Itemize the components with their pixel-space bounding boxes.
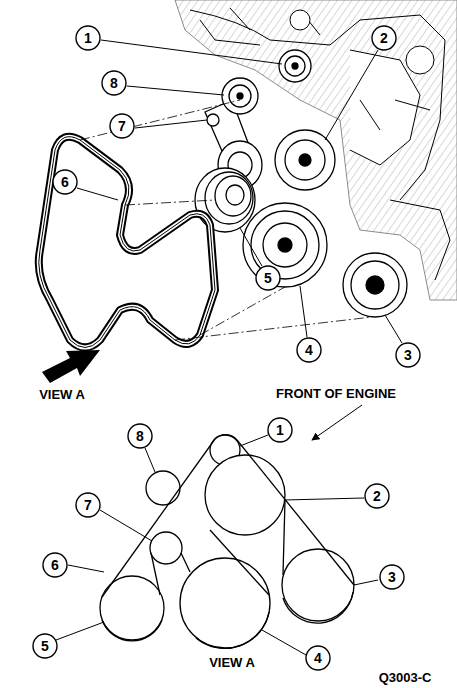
callout-number: 4: [305, 342, 313, 358]
callout-circle: 6: [42, 552, 68, 578]
callout-number: 5: [41, 638, 49, 654]
callout-number: 7: [118, 118, 126, 134]
callout-number: 3: [404, 347, 412, 363]
callout-number: 7: [84, 497, 92, 513]
view-label: FRONT OF ENGINE: [274, 386, 398, 401]
callout-number: 4: [314, 650, 322, 666]
callout-circle: 8: [101, 70, 127, 96]
callout-circle: 5: [32, 633, 58, 659]
alignment-lines: [80, 100, 372, 340]
view-a-schematic: [100, 435, 354, 648]
callout-circle: 8: [127, 423, 153, 449]
callout-circle: 4: [296, 337, 322, 363]
callout-circle: 4: [305, 645, 331, 671]
view-a-leaders: [56, 435, 378, 655]
view-label: VIEW A: [207, 655, 257, 670]
callout-circle: 3: [379, 564, 405, 590]
callout-number: 1: [84, 30, 92, 46]
direction-arrow: [312, 405, 362, 440]
engine: [175, 0, 457, 300]
callout-number: 6: [51, 557, 59, 573]
callout-number: 2: [373, 488, 381, 504]
callout-number: 8: [136, 428, 144, 444]
callout-number: 3: [388, 569, 396, 585]
callout-number: 2: [380, 30, 388, 46]
callout-circle: 5: [255, 265, 281, 291]
view-label: VIEW A: [37, 387, 87, 402]
pulleys: [195, 50, 407, 317]
callout-circle: 7: [109, 113, 135, 139]
callout-circle: 1: [267, 417, 293, 443]
callout-number: 8: [110, 75, 118, 91]
view-a-belt: [102, 435, 354, 649]
drive-belt: [39, 137, 215, 348]
callout-number: 6: [61, 174, 69, 190]
callout-circle: 1: [75, 25, 101, 51]
callout-circle: 2: [364, 483, 390, 509]
callout-circle: 6: [52, 169, 78, 195]
callout-circle: 7: [75, 492, 101, 518]
callout-number: 5: [264, 270, 272, 286]
leader-lines: [77, 40, 402, 343]
view-arrow: [42, 350, 100, 383]
callout-circle: 2: [371, 25, 397, 51]
callout-number: 1: [276, 422, 284, 438]
figure-code: Q3003-C: [377, 670, 434, 685]
callout-circle: 3: [395, 342, 421, 368]
